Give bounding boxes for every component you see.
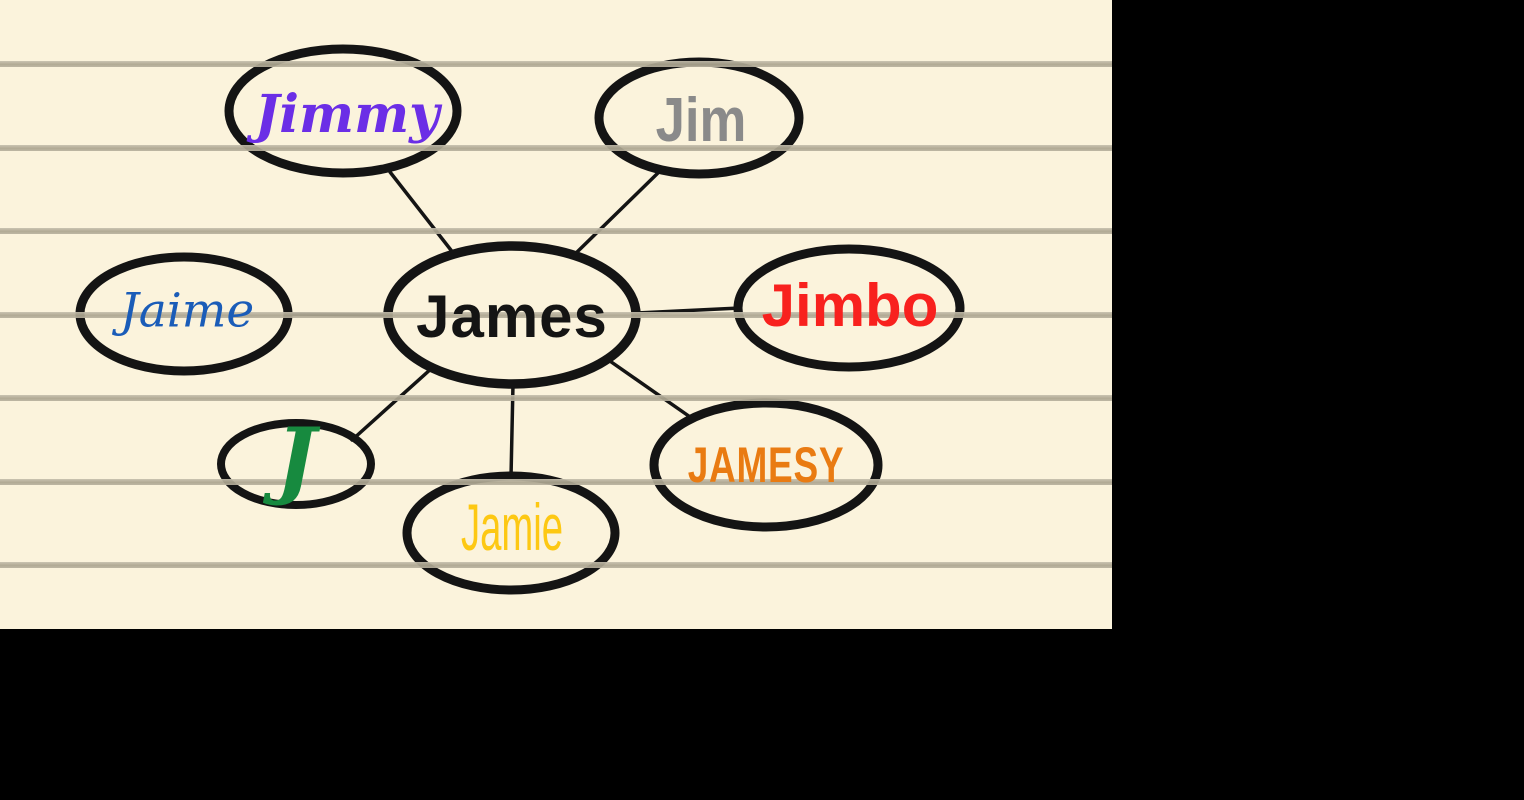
node-j-ellipse — [217, 419, 375, 509]
edge-james-jim — [572, 168, 663, 257]
node-label-jimbo: Jimbo — [761, 272, 939, 339]
node-jamesy-ellipse — [649, 398, 883, 532]
node-jamie-ellipse — [402, 471, 620, 595]
lined-paper-canvas: James Jimmy Jim Jaime Jimbo J Jamie JAME… — [0, 0, 1112, 629]
node-label-jamesy: JAMESY — [687, 437, 845, 493]
ruled-line — [0, 228, 1112, 234]
node-label-j: J — [276, 409, 316, 508]
node-jimmy-ellipse — [224, 44, 462, 178]
node-label-jim: Jim — [655, 86, 747, 155]
ruled-line — [0, 395, 1112, 401]
ruled-line — [0, 562, 1112, 568]
edge-james-jimmy — [388, 170, 456, 256]
ruled-line — [0, 479, 1112, 485]
edge-james-j — [350, 366, 434, 442]
ruled-line — [0, 312, 1112, 318]
node-label-jimmy: Jimmy — [254, 84, 440, 145]
ruled-line — [0, 145, 1112, 151]
edge-james-jamesy — [605, 357, 695, 421]
node-label-jamie: Jamie — [460, 490, 564, 564]
letterbox-bottom — [0, 629, 1112, 800]
node-jimbo-ellipse — [733, 244, 965, 372]
ruled-line — [0, 61, 1112, 67]
letterbox-right — [1112, 0, 1524, 800]
node-label-jaime: Jaime — [119, 283, 255, 339]
node-label-james: James — [416, 283, 608, 350]
